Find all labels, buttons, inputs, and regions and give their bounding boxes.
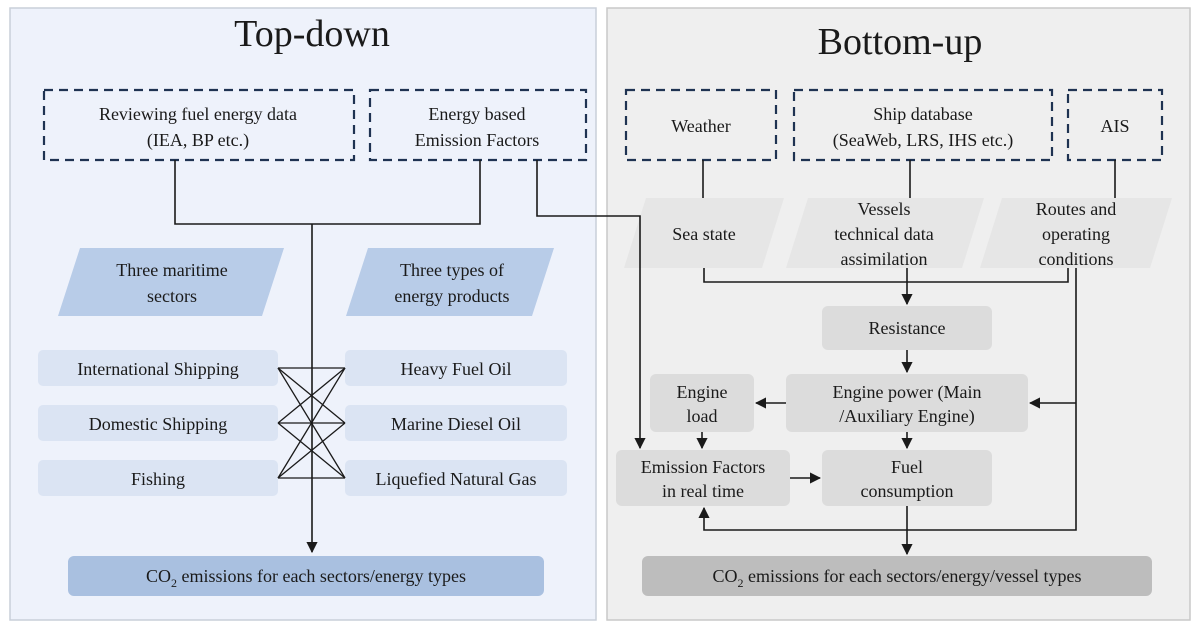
ship-database-box: Ship database (SeaWeb, LRS, IHS etc.): [792, 88, 1054, 162]
svg-text:/Auxiliary Engine): /Auxiliary Engine): [839, 406, 974, 427]
svg-text:Heavy Fuel Oil: Heavy Fuel Oil: [401, 359, 512, 379]
svg-text:Engine: Engine: [677, 382, 728, 402]
fuel-heavy-fuel-oil: Heavy Fuel Oil: [345, 350, 567, 386]
bottom-up-title: Bottom-up: [818, 21, 983, 63]
svg-text:Domestic Shipping: Domestic Shipping: [89, 414, 228, 434]
svg-text:Emission Factors: Emission Factors: [415, 130, 540, 150]
maritime-sectors-category: Three maritime sectors: [58, 248, 284, 316]
vessels-technical-data-node: Vessels technical data assimilation: [786, 198, 984, 269]
svg-text:Fuel: Fuel: [891, 457, 923, 477]
engine-power-box: Engine power (Main /Auxiliary Engine): [786, 374, 1028, 432]
svg-text:Routes and: Routes and: [1036, 199, 1117, 219]
top-down-title: Top-down: [234, 13, 390, 55]
svg-text:conditions: conditions: [1039, 249, 1114, 269]
svg-text:operating: operating: [1042, 224, 1110, 244]
fuel-liquefied-natural-gas: Liquefied Natural Gas: [345, 460, 567, 496]
svg-text:sectors: sectors: [147, 286, 197, 306]
svg-text:Fishing: Fishing: [131, 469, 185, 489]
svg-text:CO2 emissions for each sectors: CO2 emissions for each sectors/energy/ve…: [712, 566, 1081, 590]
energy-products-category: Three types of energy products: [346, 248, 554, 316]
svg-text:Marine Diesel Oil: Marine Diesel Oil: [391, 414, 521, 434]
routes-operating-conditions-node: Routes and operating conditions: [980, 198, 1172, 269]
sea-state-node: Sea state: [624, 198, 784, 268]
fuel-energy-data-box: Reviewing fuel energy data (IEA, BP etc.…: [42, 88, 356, 162]
svg-text:International Shipping: International Shipping: [77, 359, 238, 379]
svg-text:Three types of: Three types of: [400, 260, 504, 280]
emission-factors-real-time-box: Emission Factors in real time: [616, 450, 790, 506]
svg-text:Reviewing fuel energy data: Reviewing fuel energy data: [99, 104, 297, 124]
weather-box: Weather: [624, 88, 778, 162]
sector-international-shipping: International Shipping: [38, 350, 278, 386]
sector-domestic-shipping: Domestic Shipping: [38, 405, 278, 441]
fuel-marine-diesel-oil: Marine Diesel Oil: [345, 405, 567, 441]
svg-text:(IEA, BP etc.): (IEA, BP etc.): [147, 130, 249, 151]
svg-text:Vessels: Vessels: [858, 199, 911, 219]
engine-load-box: Engine load: [650, 374, 754, 432]
svg-text:assimilation: assimilation: [841, 249, 928, 269]
svg-text:Energy based: Energy based: [428, 104, 525, 124]
svg-text:Liquefied Natural Gas: Liquefied Natural Gas: [376, 469, 537, 489]
svg-text:CO2 emissions for each sectors: CO2 emissions for each sectors/energy ty…: [146, 566, 466, 590]
svg-text:Ship database: Ship database: [873, 104, 972, 124]
sector-fuel-crosslinks: [277, 367, 346, 479]
svg-text:technical data: technical data: [834, 224, 933, 244]
bottom-up-co2-output: CO2 emissions for each sectors/energy/ve…: [642, 556, 1152, 596]
svg-text:AIS: AIS: [1100, 116, 1129, 136]
svg-text:(SeaWeb, LRS, IHS etc.): (SeaWeb, LRS, IHS etc.): [833, 130, 1014, 151]
fuel-consumption-box: Fuel consumption: [822, 450, 992, 506]
sector-fishing: Fishing: [38, 460, 278, 496]
bottom-up-connectors: [536, 160, 1116, 556]
top-down-co2-output: CO2 emissions for each sectors/energy ty…: [68, 556, 544, 596]
svg-text:Emission Factors: Emission Factors: [641, 457, 766, 477]
svg-text:in real time: in real time: [662, 481, 744, 501]
svg-text:energy products: energy products: [394, 286, 509, 306]
svg-text:Sea state: Sea state: [672, 224, 735, 244]
svg-text:Engine power (Main: Engine power (Main: [833, 382, 982, 403]
top-down-connectors: [174, 160, 481, 554]
resistance-box: Resistance: [822, 306, 992, 350]
energy-emission-factors-box: Energy based Emission Factors: [368, 88, 588, 162]
svg-text:Weather: Weather: [671, 116, 731, 136]
svg-text:Resistance: Resistance: [869, 318, 946, 338]
svg-text:load: load: [687, 406, 718, 426]
svg-text:Three maritime: Three maritime: [116, 260, 227, 280]
svg-text:consumption: consumption: [861, 481, 954, 501]
